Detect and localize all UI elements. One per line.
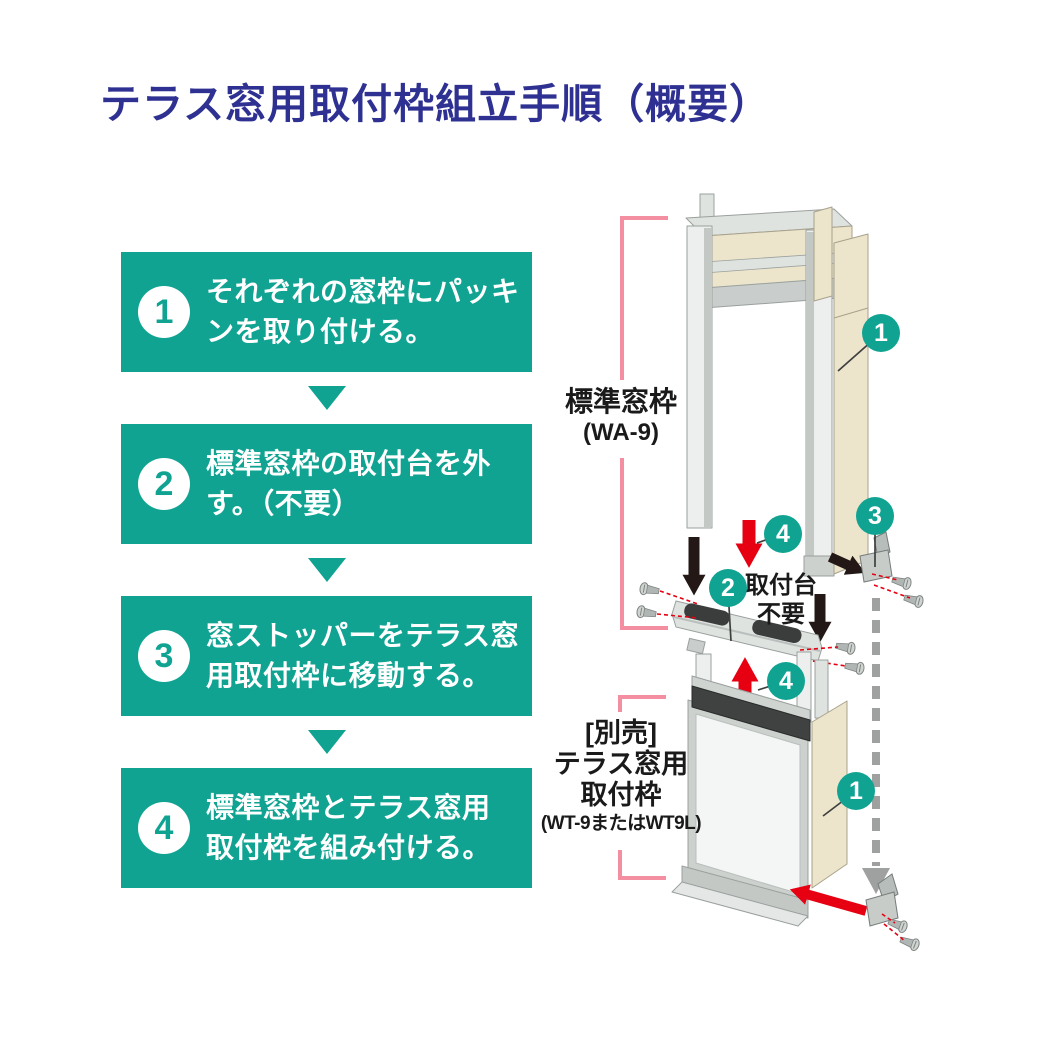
standard-window-frame <box>685 193 869 577</box>
mounting-base-note: 取付台 不要 <box>737 571 825 629</box>
terrace-frame-model: (WT-9またはWT9L) <box>540 813 702 834</box>
step-3-text: 窓ストッパーをテラス窓 用取付枠に移動する。 <box>206 620 519 691</box>
mounting-base-screws <box>635 581 866 676</box>
steps-list: 1 それぞれの窓枠にパッキ ンを取り付ける。 2 標準窓枠の取付台を外 す。（不… <box>121 252 532 888</box>
assembly-direction-arrows <box>682 537 866 643</box>
step-1-text: それぞれの窓枠にパッキ ンを取り付ける。 <box>206 276 520 347</box>
callout-3-window-stopper: 3 <box>856 497 894 535</box>
window-stopper-top <box>859 531 925 609</box>
step-4-number-badge: 4 <box>138 802 190 854</box>
step-2-text: 標準窓枠の取付台を外 す。（不要） <box>206 448 492 519</box>
insert-red-arrow-left <box>789 884 868 916</box>
terrace-frame-label: [別売] テラス窓用 取付枠 (WT-9またはWT9L) <box>527 718 715 837</box>
step-1: 1 それぞれの窓枠にパッキ ンを取り付ける。 <box>121 252 532 372</box>
window-stopper-bottom <box>865 873 922 953</box>
arrow-down-icon <box>307 730 346 754</box>
callout-4-attach-arrow: 4 <box>767 662 805 700</box>
terrace-window-frame <box>671 651 848 927</box>
terrace-frame-sold-separately: [別売] <box>585 718 657 748</box>
mounting-base-note-line2: 不要 <box>757 601 805 628</box>
terrace-frame-bracket <box>618 695 666 880</box>
packing-terrace-side <box>811 700 848 889</box>
step-4: 4 標準窓枠とテラス窓用 取付枠を組み付ける。 <box>121 768 532 888</box>
callout-4-remove-arrow: 4 <box>764 515 802 553</box>
step-2: 2 標準窓枠の取付台を外 す。（不要） <box>121 424 532 544</box>
callout-1-terrace-packing: 1 <box>837 772 875 810</box>
callout-1-standard-packing: 1 <box>862 314 900 352</box>
standard-frame-bracket <box>620 216 668 630</box>
step-separator-1 <box>121 372 532 424</box>
assembly-diagram <box>618 193 925 953</box>
step-3-number-badge: 3 <box>138 630 190 682</box>
standard-frame-model: (WA-9) <box>583 419 659 446</box>
step-2-number-badge: 2 <box>138 458 190 510</box>
standard-frame-label: 標準窓枠 (WA-9) <box>530 386 712 448</box>
step-separator-2 <box>121 544 532 596</box>
mounting-base-note-line1: 取付台 <box>745 572 817 599</box>
arrow-down-icon <box>307 558 346 582</box>
page-title: テラス窓用取付枠組立手順（概要） <box>100 81 772 127</box>
step-separator-3 <box>121 716 532 768</box>
standard-frame-name: 標準窓枠 <box>564 386 677 417</box>
step-1-number-badge: 1 <box>138 286 190 338</box>
alignment-dashed-line <box>862 598 890 894</box>
terrace-frame-name-line2: 取付枠 <box>580 780 662 810</box>
callout-2-mounting-base: 2 <box>709 569 747 607</box>
step-3: 3 窓ストッパーをテラス窓 用取付枠に移動する。 <box>121 596 532 716</box>
step-4-text: 標準窓枠とテラス窓用 取付枠を組み付ける。 <box>206 792 492 863</box>
terrace-frame-name-line1: テラス窓用 <box>553 749 689 779</box>
packing-standard-top <box>813 206 833 302</box>
arrow-down-icon <box>307 386 346 410</box>
